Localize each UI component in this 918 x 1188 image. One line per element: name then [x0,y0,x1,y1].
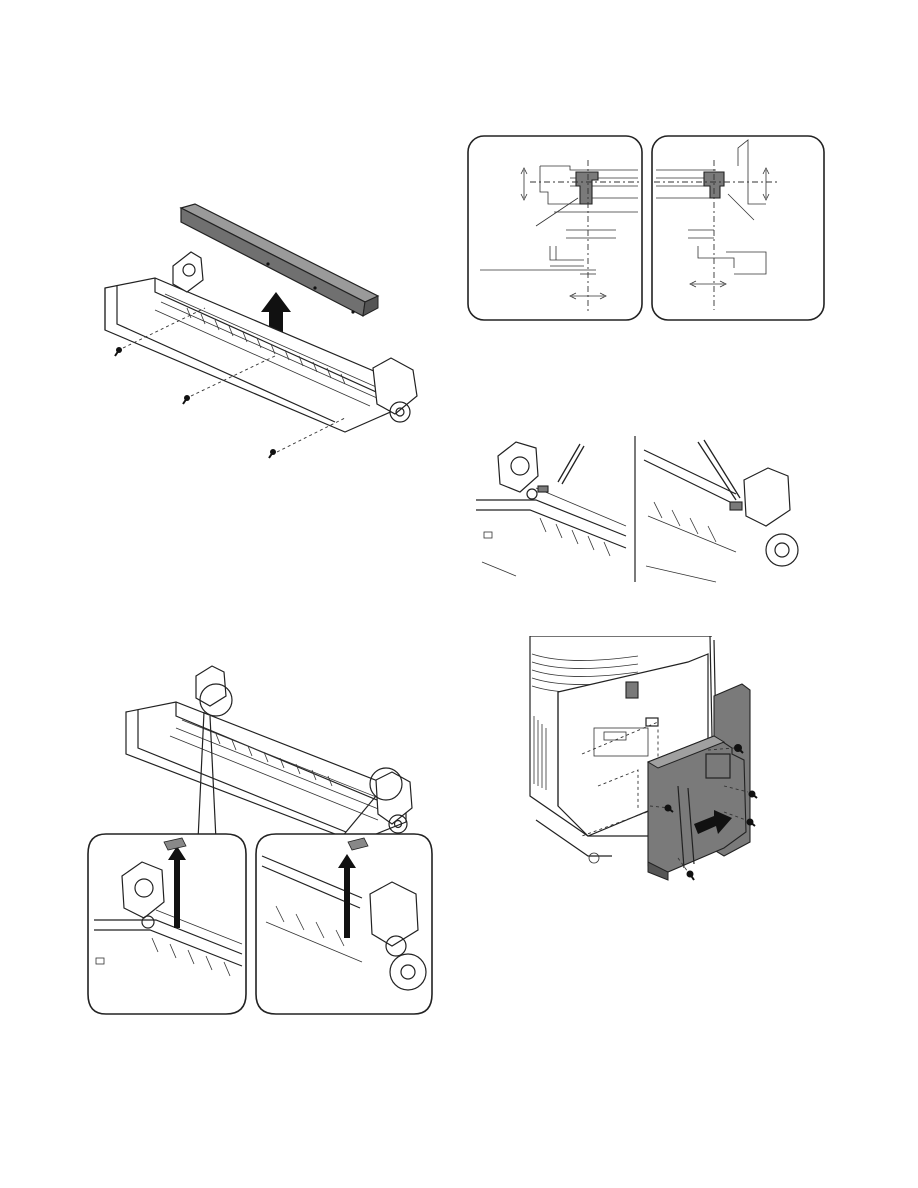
pin-icon [558,444,584,484]
unit-frame [105,252,417,432]
detail-panel-left [468,136,642,320]
figure-position-detail [466,134,826,324]
figure-remove-cover-plate [95,200,435,460]
figure-remove-rear-cover [528,636,768,898]
figure-lever-detail [476,436,806,584]
lever-detail-left [476,442,626,576]
unit-frame [126,666,412,842]
figure-remove-parts [86,662,436,1018]
pin-icon [698,440,740,500]
lever-detail-right [644,440,798,582]
zoom-panel-left [88,834,246,1014]
zoom-panel-right [256,834,432,1014]
detail-panel-right [652,136,824,320]
